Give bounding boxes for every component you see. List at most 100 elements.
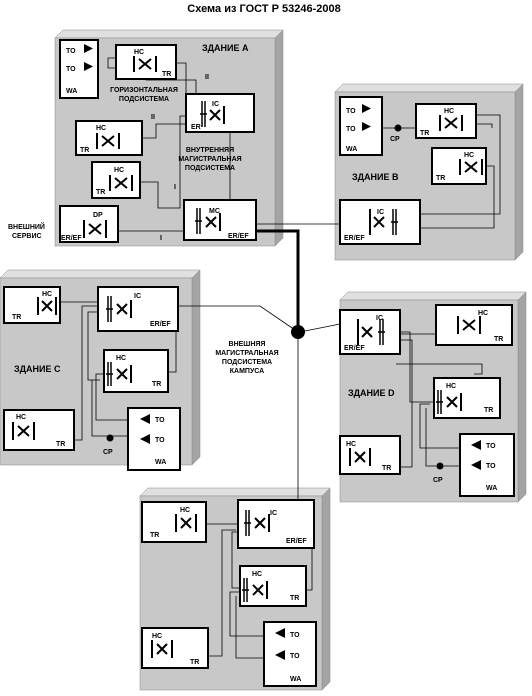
hc-label: HC bbox=[180, 507, 190, 514]
to-label: TO bbox=[346, 126, 356, 133]
hc-label: HC bbox=[16, 414, 26, 421]
cp-label: CP bbox=[103, 449, 113, 456]
campus-label-1: ВНЕШНЯЯ bbox=[229, 341, 266, 348]
er-label: ER bbox=[191, 124, 201, 131]
i-mark: I bbox=[160, 235, 162, 242]
to-label: TO bbox=[486, 463, 496, 470]
dp-a[interactable]: DP ER/EF bbox=[59, 205, 119, 243]
mc-a[interactable]: MC ER/EF bbox=[183, 199, 257, 241]
hc-c-bottom[interactable]: HC TR bbox=[3, 409, 75, 451]
to-label: TO bbox=[346, 108, 356, 115]
tr-label: TR bbox=[152, 381, 161, 388]
er-ef-label: ER/EF bbox=[228, 233, 249, 240]
tr-label: TR bbox=[80, 147, 89, 154]
building-bottom: HC TR IC ER/EF HC TR bbox=[141, 499, 317, 687]
hc-c-top[interactable]: HC TR bbox=[3, 286, 61, 324]
wa-a[interactable]: TO TO WA bbox=[59, 39, 99, 99]
campus-label-2: МАГИСТРАЛЬНАЯ bbox=[215, 350, 278, 357]
wa-label: WA bbox=[486, 485, 497, 492]
ic-d[interactable]: IC ER/EF bbox=[339, 309, 401, 355]
campus-hub-node bbox=[291, 325, 305, 339]
wa-b[interactable]: TO TO WA bbox=[339, 96, 383, 156]
hc-e-bottom[interactable]: HC TR bbox=[141, 627, 209, 669]
building-a: TO TO WA HC TR ЗДАНИЕ А I I ГОРИЗОНТАЛЬНА… bbox=[8, 39, 257, 243]
wa-label: WA bbox=[346, 146, 357, 153]
external-service-label-2: СЕРВИС bbox=[12, 233, 42, 240]
to-label: TO bbox=[486, 443, 496, 450]
hc-label: HC bbox=[114, 167, 124, 174]
tr-label: TR bbox=[494, 336, 503, 343]
hc-d-top[interactable]: HC TR bbox=[435, 304, 513, 346]
hc-label: HC bbox=[252, 571, 262, 578]
tr-label: TR bbox=[290, 595, 299, 602]
cp-node-b bbox=[394, 124, 402, 132]
hc-d-bottom[interactable]: HC TR bbox=[339, 435, 401, 475]
hc-a-mid[interactable]: HC TR bbox=[91, 161, 141, 199]
building-b-label: ЗДАНИЕ В bbox=[352, 172, 399, 182]
hc-label: HC bbox=[152, 633, 162, 640]
campus-label-3: ПОДСИСТЕМА bbox=[222, 359, 272, 366]
internal-label-3: ПОДСИСТЕМА bbox=[185, 165, 235, 172]
hc-c-mid[interactable]: HC TR bbox=[103, 349, 169, 393]
hc-a-top[interactable]: HC TR bbox=[115, 44, 177, 80]
hc-b-right[interactable]: HC TR bbox=[431, 147, 487, 185]
building-b: TO TO WA CP HC TR HC TR ЗДАНИЕ В bbox=[339, 96, 487, 245]
er-ef-label: ER/EF bbox=[344, 345, 365, 352]
external-service-label-1: ВНЕШНИЙ bbox=[8, 222, 45, 231]
ic-label: IC bbox=[212, 101, 219, 108]
hc-label: HC bbox=[346, 441, 356, 448]
hc-b-top[interactable]: HC TR bbox=[415, 103, 477, 139]
tr-label: TR bbox=[150, 532, 159, 539]
building-c: HC TR IC ER/EF HC TR bbox=[3, 286, 181, 471]
i-mark: I bbox=[174, 184, 176, 191]
building-a-label: ЗДАНИЕ А bbox=[202, 43, 249, 53]
er-ef-label: ER/EF bbox=[150, 321, 171, 328]
ic-a[interactable]: IC ER bbox=[185, 93, 255, 133]
ic-label: IC bbox=[377, 209, 384, 216]
hc-label: HC bbox=[446, 383, 456, 390]
to-label: TO bbox=[155, 437, 165, 444]
hc-label: HC bbox=[444, 108, 454, 115]
ic-c[interactable]: IC ER/EF bbox=[97, 286, 179, 332]
er-ef-label: ER/EF bbox=[61, 235, 82, 242]
to-label: TO bbox=[155, 417, 165, 424]
mc-label: MC bbox=[209, 208, 220, 215]
ic-b[interactable]: IC ER/EF bbox=[339, 199, 421, 245]
horizontal-label-2: ПОДСИСТЕМА bbox=[119, 96, 169, 103]
tr-label: TR bbox=[190, 659, 199, 666]
tr-label: TR bbox=[56, 441, 65, 448]
wa-label: WA bbox=[66, 88, 77, 95]
internal-label-2: МАГИСТРАЛЬНАЯ bbox=[178, 156, 241, 163]
diagram-title: Схема из ГОСТ Р 53246-2008 bbox=[187, 3, 340, 15]
hc-label: HC bbox=[464, 152, 474, 159]
tr-label: TR bbox=[12, 314, 21, 321]
hc-e-top[interactable]: HC TR bbox=[141, 501, 207, 543]
tr-label: TR bbox=[382, 465, 391, 472]
wa-e[interactable]: TO TO WA bbox=[263, 621, 317, 687]
hc-e-mid[interactable]: HC TR bbox=[239, 565, 307, 607]
wa-label: WA bbox=[155, 459, 166, 466]
to-label: TO bbox=[290, 632, 300, 639]
hc-label: HC bbox=[478, 310, 488, 317]
cp-node-d bbox=[436, 462, 444, 470]
to-label: TO bbox=[66, 48, 76, 55]
hc-label: HC bbox=[134, 49, 144, 56]
hc-a-left[interactable]: HC TR bbox=[75, 120, 143, 156]
wa-c[interactable]: TO TO WA bbox=[127, 407, 181, 471]
ic-e[interactable]: IC ER/EF bbox=[237, 499, 315, 549]
er-ef-label: ER/EF bbox=[344, 235, 365, 242]
tr-label: TR bbox=[484, 407, 493, 414]
building-c-label: ЗДАНИЕ С bbox=[14, 364, 61, 374]
wa-d[interactable]: TO TO WA bbox=[459, 433, 515, 497]
to-label: TO bbox=[66, 66, 76, 73]
cp-label: CP bbox=[390, 136, 400, 143]
hc-d-mid[interactable]: HC TR bbox=[433, 377, 501, 419]
cp-label: CP bbox=[433, 477, 443, 484]
to-label: TO bbox=[290, 653, 300, 660]
horizontal-label-1: ГОРИЗОНТАЛЬНАЯ bbox=[110, 87, 178, 94]
hc-label: HC bbox=[42, 291, 52, 298]
campus-backbone-thick bbox=[256, 229, 300, 332]
tr-label: TR bbox=[436, 175, 445, 182]
hc-label: HC bbox=[96, 125, 106, 132]
